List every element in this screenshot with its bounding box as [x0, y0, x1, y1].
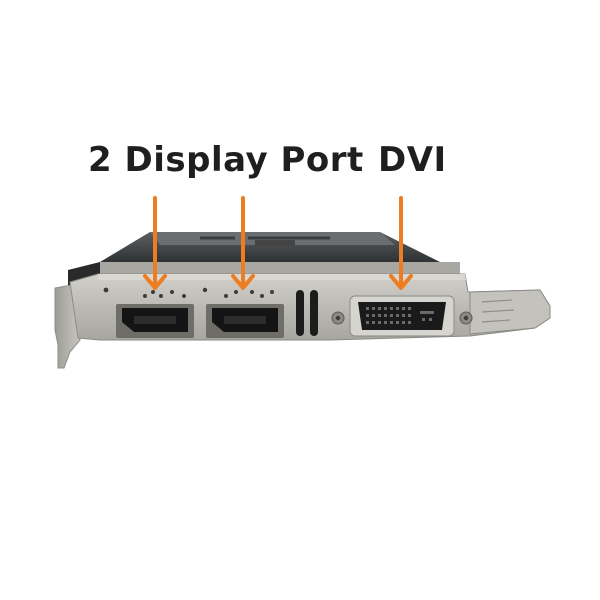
arrows: [143, 196, 413, 290]
arrow-displayport-1: [143, 196, 167, 290]
exhaust-slots: [296, 290, 318, 336]
dvi-port: [331, 295, 473, 337]
dvi-label: DVI: [378, 140, 447, 180]
card-shroud: [68, 232, 440, 288]
arrow-dvi: [389, 196, 413, 290]
bracket-markings: [481, 299, 515, 323]
display-port-label: 2 Display Port: [88, 140, 364, 180]
arrow-displayport-2: [231, 196, 255, 290]
displayport-2: [202, 287, 284, 338]
vent-slots: [100, 262, 460, 276]
displayport-1: [103, 287, 194, 338]
